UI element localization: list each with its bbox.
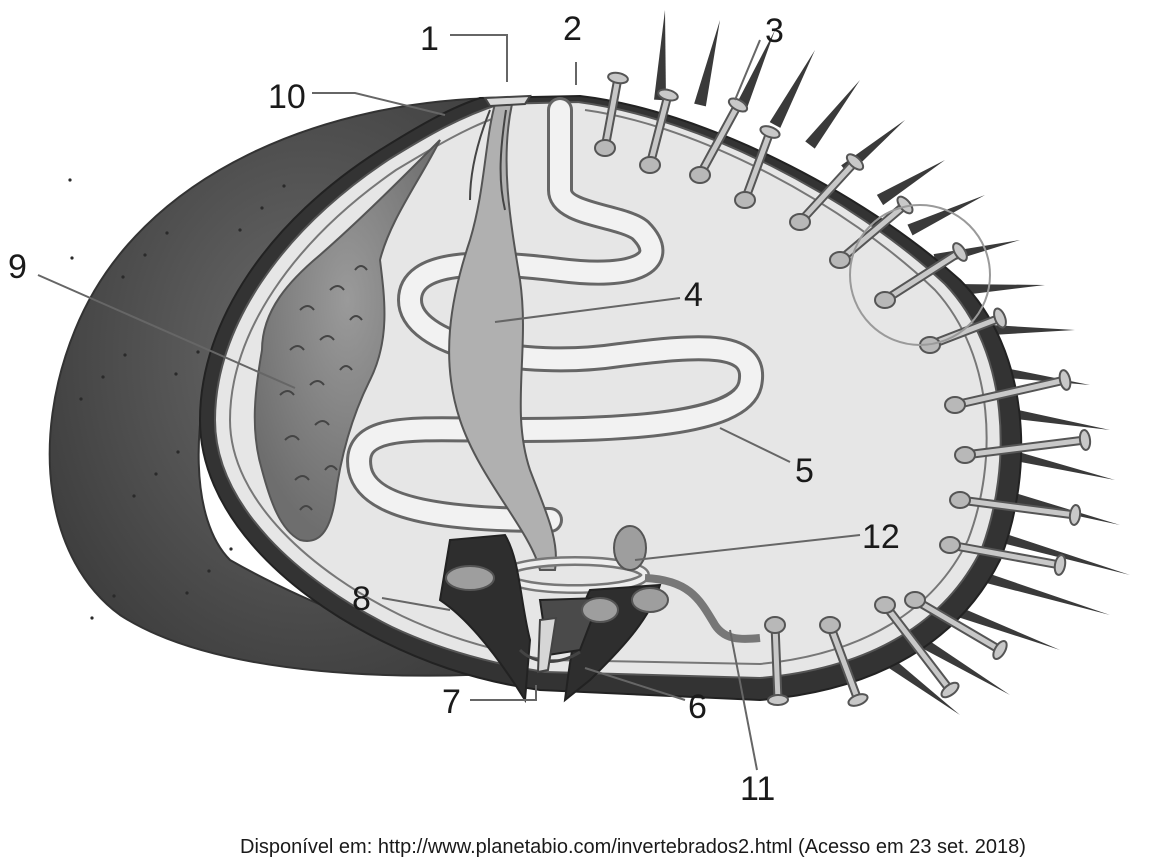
shell-dot bbox=[238, 228, 242, 232]
radial-canal bbox=[644, 574, 761, 643]
tube-foot bbox=[689, 97, 749, 184]
tube-feet bbox=[594, 71, 1092, 707]
shell-dot bbox=[174, 372, 178, 376]
tube-foot bbox=[734, 125, 781, 209]
shell-dot bbox=[70, 256, 74, 260]
shell-dot bbox=[196, 350, 200, 354]
tube-foot bbox=[594, 71, 629, 157]
tube-foot bbox=[829, 195, 914, 269]
leader-lines bbox=[37, 34, 861, 771]
source-citation: Disponível em: http://www.planetabio.com… bbox=[240, 836, 1026, 858]
spine bbox=[973, 524, 1130, 575]
tube-foot bbox=[819, 616, 869, 707]
shell-dot bbox=[154, 472, 158, 476]
shell-dot bbox=[121, 275, 125, 279]
spine bbox=[907, 195, 985, 236]
spine bbox=[654, 10, 666, 101]
spine bbox=[906, 629, 1010, 695]
label-1: 1 bbox=[420, 20, 439, 58]
tube-foot bbox=[919, 307, 1007, 354]
tube-foot bbox=[904, 591, 1008, 660]
tube-canals bbox=[469, 109, 507, 211]
tube-foot bbox=[789, 153, 865, 231]
shell-dot bbox=[207, 569, 211, 573]
tube-foot bbox=[639, 88, 679, 174]
shell-dot bbox=[176, 450, 180, 454]
shell-dot bbox=[112, 594, 116, 598]
shell-dot bbox=[79, 397, 83, 401]
tube-foot bbox=[954, 429, 1092, 464]
intestine-lumen bbox=[349, 100, 762, 530]
spine bbox=[805, 80, 860, 149]
label-8: 8 bbox=[352, 580, 371, 618]
label-9: 9 bbox=[8, 248, 27, 286]
sea-urchin-diagram: 1 2 3 4 5 6 7 8 9 10 11 12 bbox=[8, 10, 1130, 808]
tube-foot bbox=[944, 369, 1072, 414]
shell-dot bbox=[185, 591, 189, 595]
label-3: 3 bbox=[765, 12, 784, 50]
spine bbox=[876, 160, 945, 206]
madreporite bbox=[483, 94, 532, 108]
lantern-ampullae bbox=[445, 525, 669, 623]
shell-dot bbox=[143, 253, 147, 257]
spine bbox=[769, 50, 815, 128]
shell-dot bbox=[165, 231, 169, 235]
spine bbox=[958, 564, 1110, 615]
label-5: 5 bbox=[795, 452, 814, 490]
tube-foot bbox=[949, 491, 1082, 526]
label-6: 6 bbox=[688, 688, 707, 726]
shell-dot bbox=[260, 206, 264, 210]
shell-dot bbox=[68, 178, 72, 182]
gonad-texture bbox=[279, 265, 368, 511]
tube-foot bbox=[939, 536, 1067, 576]
spine bbox=[937, 599, 1060, 650]
detail-circle bbox=[849, 204, 991, 346]
label-4: 4 bbox=[684, 276, 703, 314]
label-7: 7 bbox=[442, 683, 461, 721]
tube-foot bbox=[764, 616, 789, 707]
label-2: 2 bbox=[563, 10, 582, 48]
shell-dot bbox=[101, 375, 105, 379]
shell-dot bbox=[132, 494, 136, 498]
shell-dot bbox=[123, 353, 127, 357]
tube-foot bbox=[874, 596, 960, 699]
tube-foot bbox=[874, 242, 968, 309]
shell-dot bbox=[229, 547, 233, 551]
label-11: 11 bbox=[740, 770, 775, 808]
spine bbox=[876, 650, 960, 715]
label-10: 10 bbox=[268, 78, 306, 116]
spine bbox=[954, 284, 1045, 296]
spine bbox=[694, 20, 720, 107]
shell-dot bbox=[282, 184, 286, 188]
label-12: 12 bbox=[862, 518, 900, 556]
teeth bbox=[536, 616, 558, 674]
gonad bbox=[253, 139, 441, 542]
digestive-tube bbox=[448, 103, 557, 571]
spine bbox=[734, 30, 775, 113]
shell-dot bbox=[90, 616, 94, 620]
